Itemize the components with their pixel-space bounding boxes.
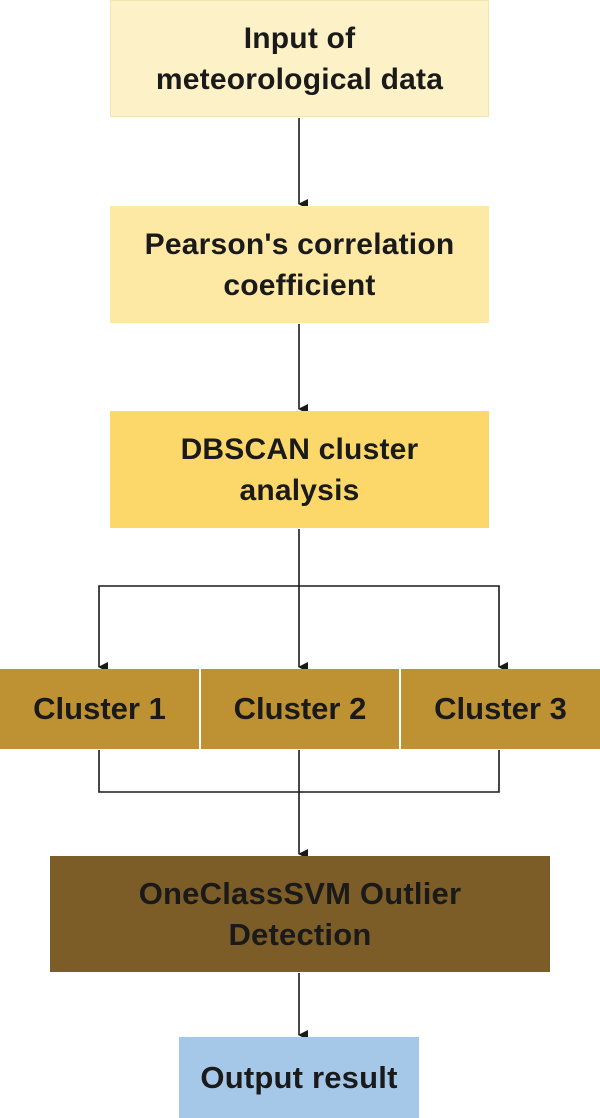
- output-node-label: Output result: [200, 1060, 398, 1095]
- cluster-1-node: Cluster 1: [0, 669, 199, 749]
- arrow-dbscan-to-cluster-1: [98, 585, 299, 672]
- cluster-2-node: Cluster 2: [201, 669, 399, 749]
- input-node: Input of meteorological data: [110, 0, 489, 117]
- pearson-node-label: Pearson's correlation coefficient: [144, 227, 455, 302]
- cluster-2-label: Cluster 2: [233, 691, 367, 726]
- input-node-label: Input of meteorological data: [155, 21, 444, 96]
- cluster-1-label: Cluster 1: [33, 691, 166, 726]
- dbscan-node: DBSCAN cluster analysis: [110, 411, 489, 528]
- line-cluster-3-to-merge: [299, 750, 500, 793]
- cluster-3-node: Cluster 3: [401, 669, 600, 749]
- output-node: Output result: [179, 1037, 419, 1118]
- arrow-dbscan-to-cluster-3: [299, 585, 508, 672]
- cluster-3-label: Cluster 3: [434, 691, 567, 726]
- svm-node: OneClassSVM Outlier Detection: [50, 856, 550, 972]
- line-cluster-1-to-merge: [98, 750, 299, 793]
- svm-node-label: OneClassSVM Outlier Detection: [138, 876, 462, 952]
- pearson-node: Pearson's correlation coefficient: [110, 206, 489, 323]
- dbscan-node-label: DBSCAN cluster analysis: [180, 432, 419, 507]
